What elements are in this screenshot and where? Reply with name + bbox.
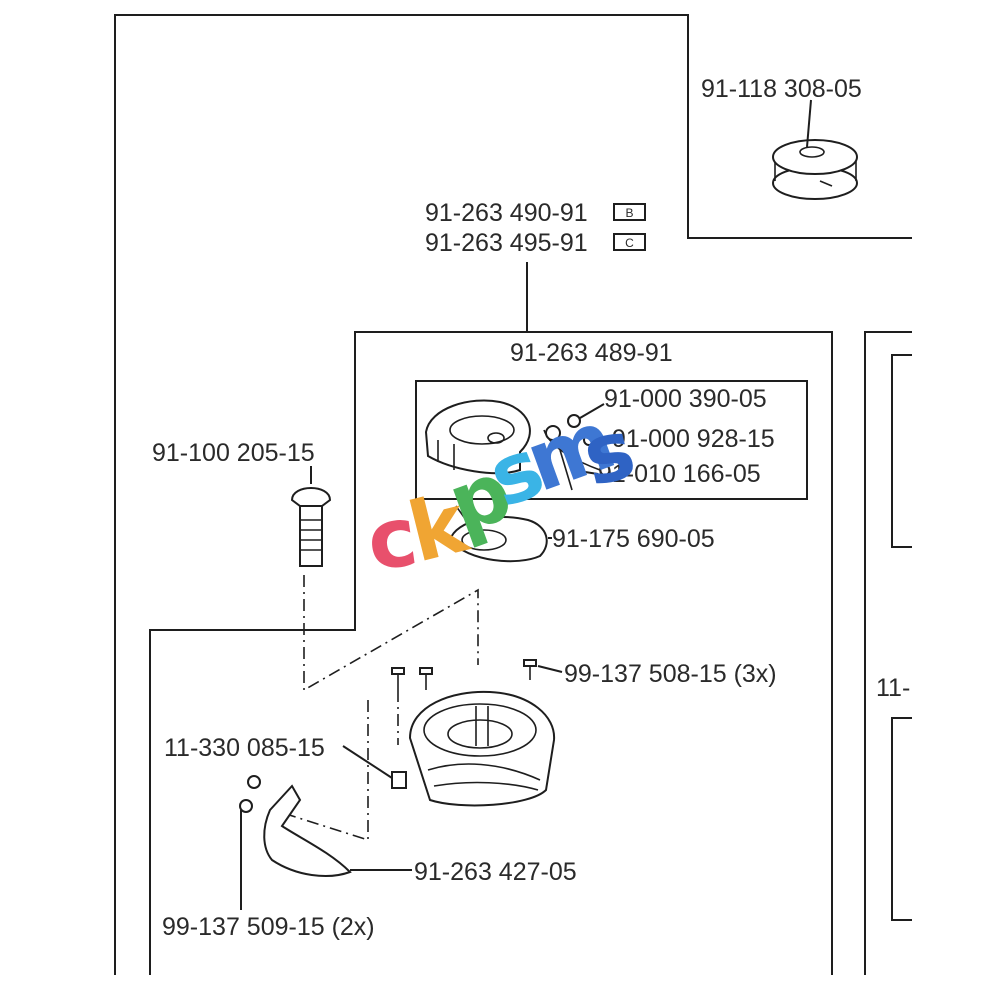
hook-screws-part [391, 659, 563, 690]
set-screw-leader [342, 745, 393, 779]
part-label-bobbin-case-c: 91-263 495-91 [425, 229, 588, 257]
version-tag-c: C [625, 236, 634, 250]
shoulder-screw-part [290, 466, 332, 567]
subassembly-box [415, 380, 808, 500]
version-tag-b: B [625, 206, 633, 220]
version-tag-b-box [613, 203, 646, 221]
part-label-screw-2: 91-000 928-15 [612, 425, 775, 453]
center-line-1 [303, 575, 479, 692]
assembly-frame [149, 331, 833, 975]
bobbin-leader [806, 99, 812, 148]
screw-with-washer-part [545, 425, 613, 446]
outer-frame [114, 14, 912, 975]
part-label-screw-1: 91-000 390-05 [604, 385, 767, 413]
part-label-tension-spring: 91-010 166-05 [598, 460, 761, 488]
part-label-edge-fragment: 11- [876, 674, 910, 702]
tension-spring-part [543, 429, 601, 491]
part-label-set-screw: 11-330 085-15 [164, 734, 325, 762]
small-screw-part [567, 403, 605, 428]
part-label-shoulder-screw: 91-100 205-15 [152, 439, 315, 467]
part-label-hook-screw: 99-137 508-15 (3x) [564, 660, 777, 688]
watermark-logo: c k p s m s [362, 392, 645, 590]
guard-part [239, 775, 412, 910]
bobbin-part [772, 139, 858, 200]
right-inner-frame-bottom [891, 717, 912, 921]
version-tag-c-box [613, 233, 646, 251]
part-label-bobbin: 91-118 308-05 [701, 75, 862, 103]
rotary-hook-part [391, 690, 556, 807]
part-label-guard: 91-263 427-05 [414, 858, 577, 886]
part-label-bobbin-case-b: 91-263 490-91 [425, 199, 588, 227]
latch-part [448, 505, 552, 563]
right-frame [864, 331, 912, 975]
part-label-bobbin-case-assembly: 91-263 489-91 [510, 339, 673, 367]
part-label-latch: 91-175 690-05 [552, 525, 715, 553]
right-inner-frame-top [891, 354, 912, 548]
center-line-3 [279, 700, 369, 842]
bobbin-case-part [424, 399, 531, 475]
part-label-guard-screw: 99-137 509-15 (2x) [162, 913, 375, 941]
